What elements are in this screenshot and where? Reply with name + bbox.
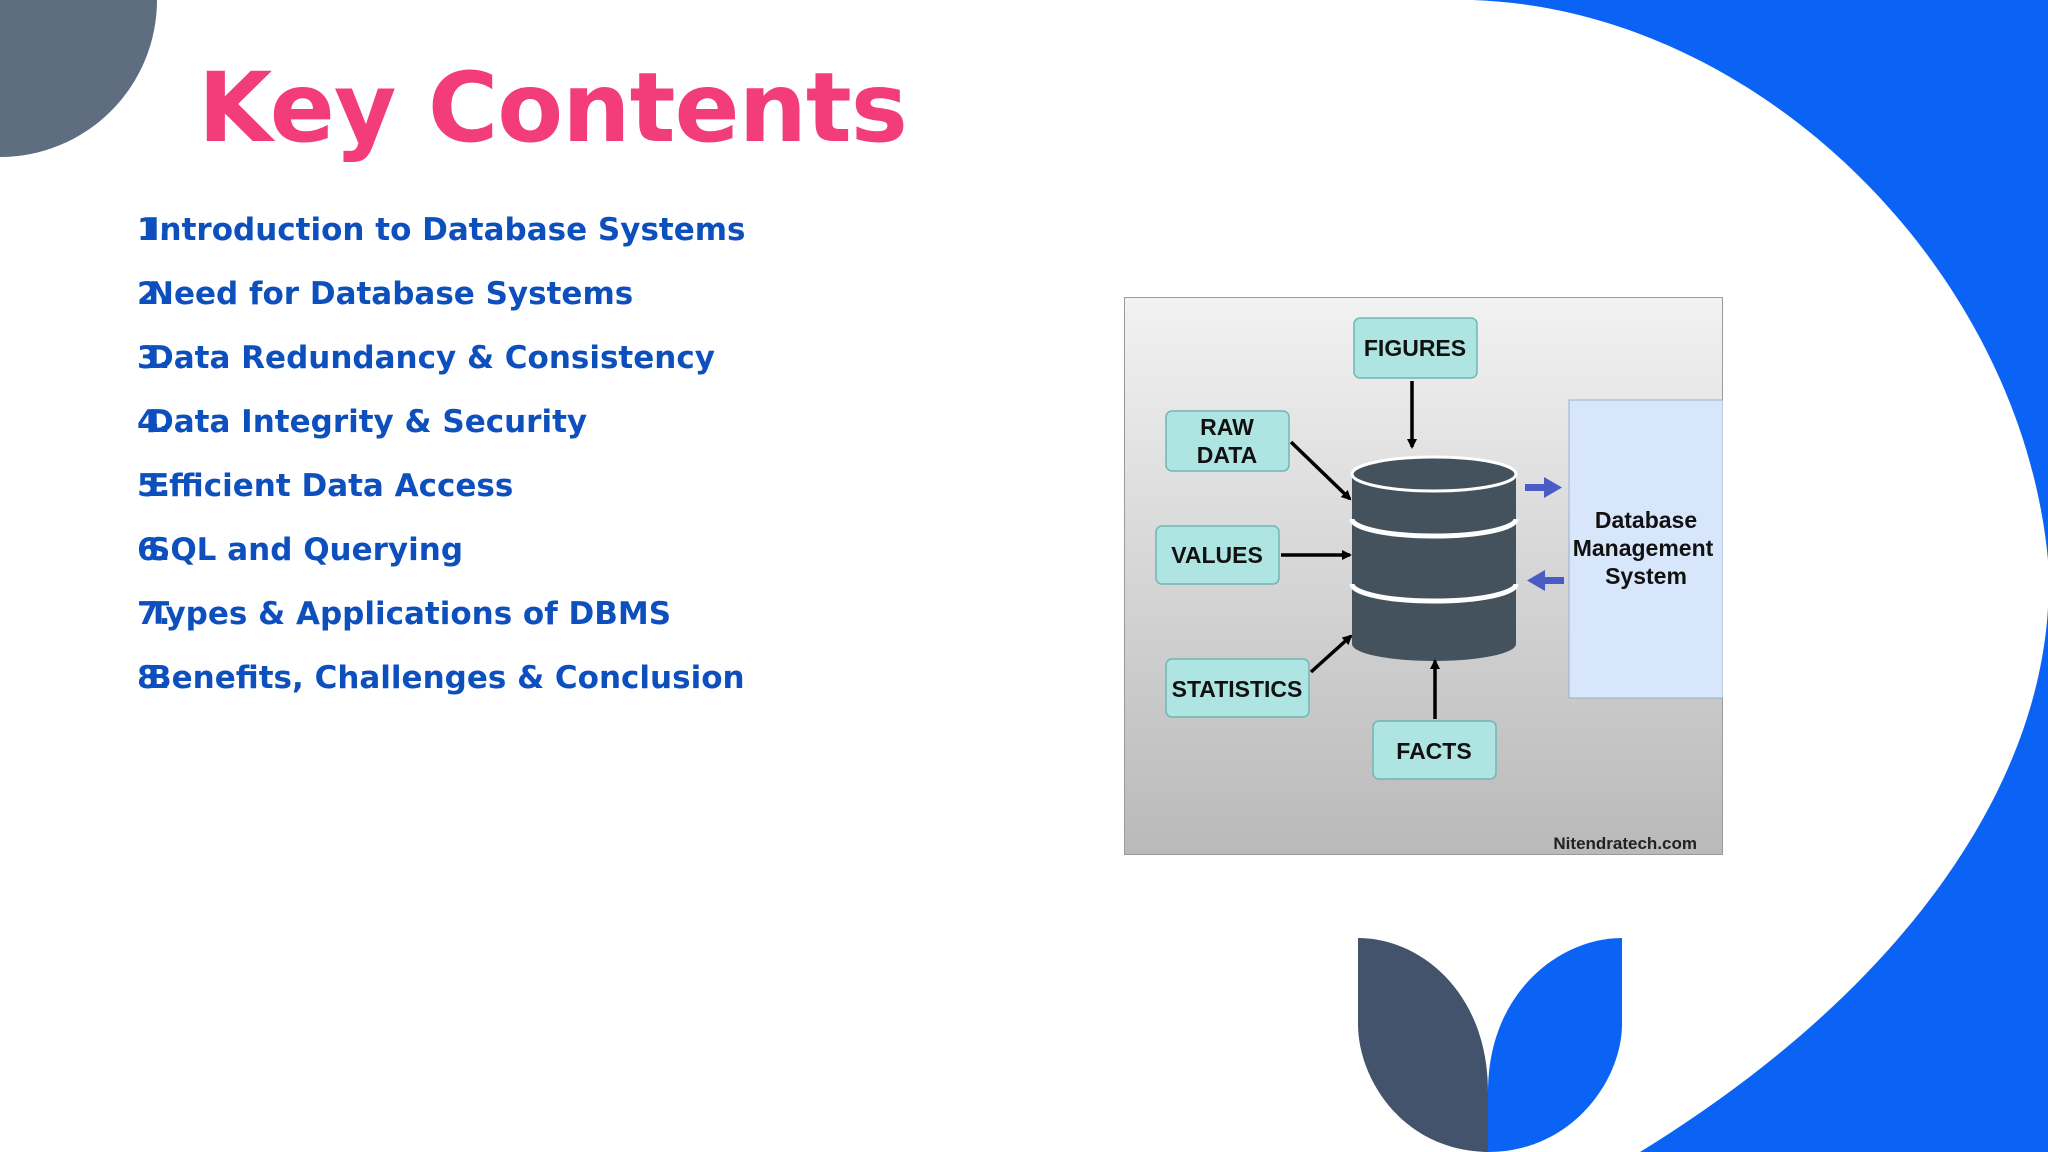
facts-label: FACTS <box>1396 738 1471 764</box>
page-title: Key Contents <box>198 52 908 164</box>
dbms-label-line2: Management <box>1573 535 1714 561</box>
figures-box <box>1353 317 1478 379</box>
right-blue-swoosh <box>1440 0 2048 1152</box>
database-diagram: Database Management System FIGURES RAW D… <box>1124 297 1723 855</box>
arrow-right-icon <box>1525 477 1562 498</box>
agenda-item-number: 8. <box>137 660 171 696</box>
raw-data-label-line1: RAW <box>1200 414 1254 440</box>
agenda-item-number: 2. <box>137 276 171 312</box>
agenda-item-text: Benefits, Challenges & Conclusion <box>148 660 745 696</box>
statistics-label: STATISTICS <box>1172 676 1303 702</box>
agenda-item-number: 1. <box>137 212 171 248</box>
leaf-blue-shape <box>1488 938 1622 1152</box>
agenda-item-number: 6. <box>137 532 171 568</box>
agenda-item-text: Types & Applications of DBMS <box>148 596 672 632</box>
statistics-box <box>1165 658 1310 718</box>
image-credit: Nitendratech.com <box>1553 834 1697 853</box>
leaf-slate-shape <box>1358 938 1490 1152</box>
agenda-item-text: Data Redundancy & Consistency <box>148 340 715 376</box>
agenda-item-text: SQL and Querying <box>148 532 464 568</box>
dbms-label-line1: Database <box>1595 507 1697 533</box>
raw-data-label-line2: DATA <box>1197 442 1257 468</box>
agenda-item-text: Data Integrity & Security <box>148 404 588 440</box>
agenda-item-number: 4. <box>137 404 171 440</box>
statistics-arrow <box>1309 634 1353 674</box>
raw-data-box <box>1165 410 1290 472</box>
agenda-item-number: 7. <box>137 596 171 632</box>
agenda-item-text: Introduction to Database Systems <box>148 212 746 248</box>
agenda-item-number: 3. <box>137 340 171 376</box>
agenda-item-number: 5. <box>137 468 171 504</box>
agenda-item-text: Need for Database Systems <box>148 276 634 312</box>
facts-box <box>1372 720 1497 780</box>
agenda-item-text: Efficient Data Access <box>148 468 514 504</box>
dbms-panel <box>1568 399 1723 699</box>
values-label: VALUES <box>1171 542 1263 568</box>
database-icon <box>1349 455 1519 661</box>
figures-label: FIGURES <box>1364 335 1466 361</box>
arrow-left-icon <box>1527 570 1564 591</box>
values-box <box>1155 525 1280 585</box>
raw-data-arrow <box>1289 440 1352 501</box>
corner-slate-circle <box>0 0 157 157</box>
dbms-label-line3: System <box>1605 563 1687 589</box>
